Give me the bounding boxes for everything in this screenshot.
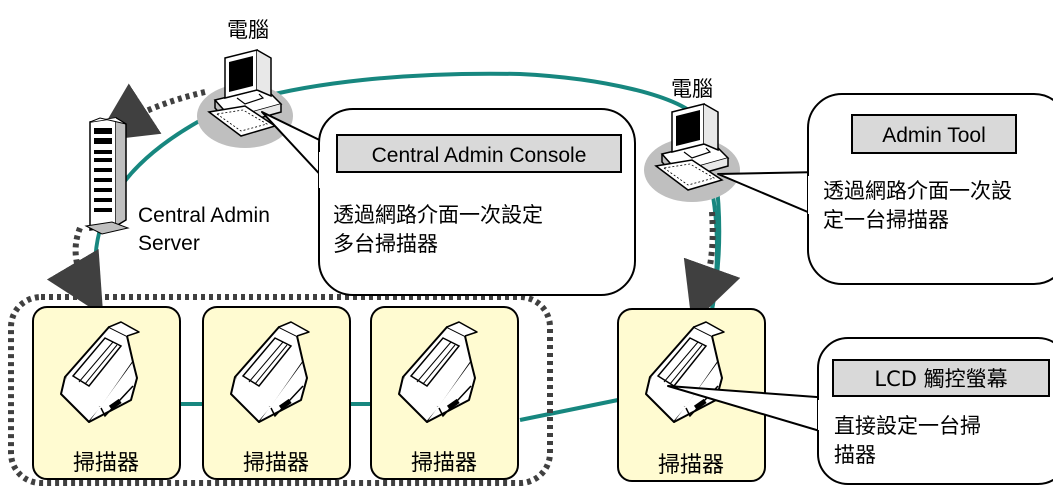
scanner-1[interactable]: 掃描器 xyxy=(32,306,181,480)
callout-title-box xyxy=(851,114,1017,154)
callout-text-line2: 多台掃描器 xyxy=(333,232,438,256)
callout-text-line1: 直接設定一台掃 xyxy=(834,414,981,438)
callout-lcd-touchscreen: LCD 觸控螢幕 直接設定一台掃 描器 xyxy=(667,337,1053,485)
scanner-label: 掃描器 xyxy=(658,453,724,478)
callout-pointer xyxy=(717,171,823,219)
dashed-arrows xyxy=(46,83,741,325)
scanner-label: 掃描器 xyxy=(73,451,139,476)
callout-title: LCD 觸控螢幕 xyxy=(874,367,1007,391)
server[interactable]: Central Admin Server xyxy=(84,117,270,255)
callout-text-line1: 透過網路介面一次設 xyxy=(823,179,1012,203)
scanner-4[interactable]: 掃描器 xyxy=(617,308,766,482)
callout-title-box xyxy=(832,359,1050,397)
arrow-server-to-scanners xyxy=(46,226,104,316)
server-label-line2: Server xyxy=(138,232,200,255)
callout-text-line2: 描器 xyxy=(834,443,876,467)
computer-left[interactable]: 電腦 xyxy=(196,18,294,149)
arrow-computer-to-server xyxy=(94,83,206,142)
computer-left-label: 電腦 xyxy=(227,18,269,42)
callout-admin-tool: Admin Tool 透過網路介面一次設 定一台掃描器 xyxy=(717,93,1053,285)
scanner-3[interactable]: 掃描器 xyxy=(370,306,519,480)
callout-central-admin-console: Central Admin Console 透過網路介面一次設定 多台掃描器 xyxy=(261,108,636,296)
callout-title-box xyxy=(336,134,622,173)
callout-text-line2: 定一台掃描器 xyxy=(823,208,949,232)
arrow-computer-to-scanner4 xyxy=(683,211,741,325)
computer-right-label: 電腦 xyxy=(671,77,713,101)
server-label-line1: Central Admin xyxy=(138,204,270,227)
scanner-2[interactable]: 掃描器 xyxy=(202,306,351,480)
callout-title: Admin Tool xyxy=(882,124,986,147)
network-link-3-4 xyxy=(519,398,619,422)
callout-text-line1: 透過網路介面一次設定 xyxy=(333,203,543,227)
server-icon xyxy=(84,117,130,235)
scanner-label: 掃描器 xyxy=(243,451,309,476)
scanner-group-border xyxy=(8,294,553,486)
scanner-label: 掃描器 xyxy=(411,451,477,476)
computer-icon xyxy=(196,49,294,149)
computer-right[interactable]: 電腦 xyxy=(643,77,741,203)
computer-icon xyxy=(643,103,741,203)
callout-title: Central Admin Console xyxy=(372,144,587,167)
